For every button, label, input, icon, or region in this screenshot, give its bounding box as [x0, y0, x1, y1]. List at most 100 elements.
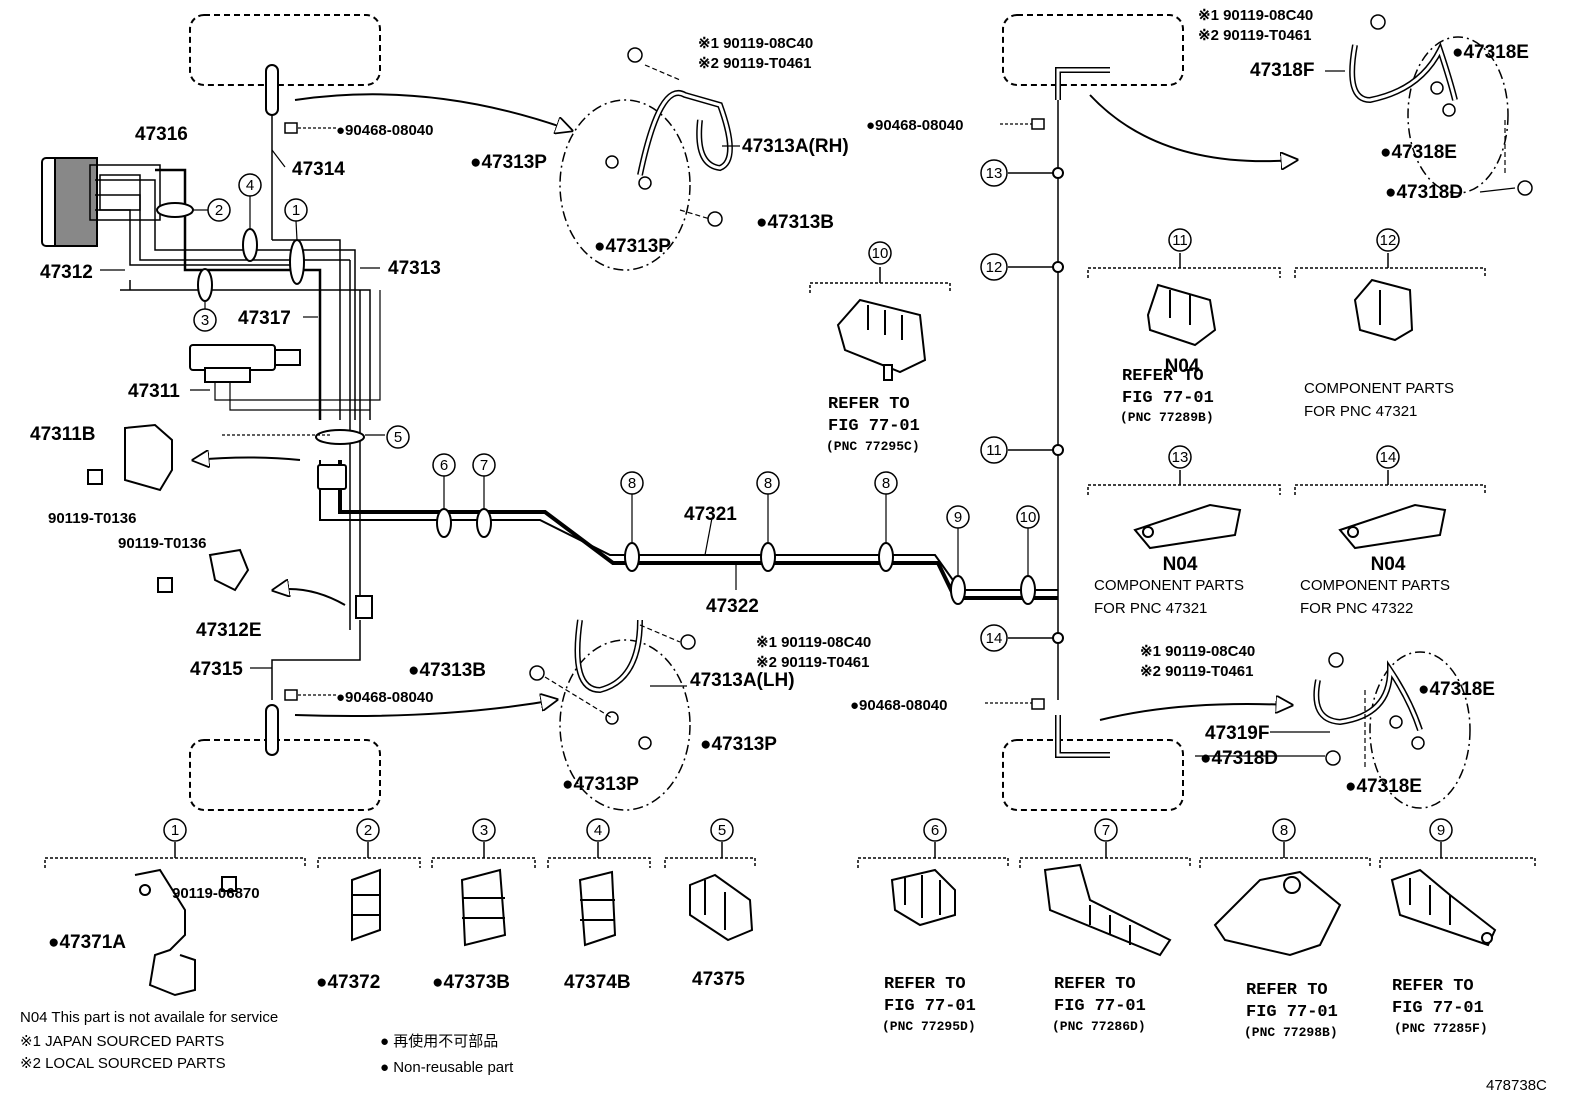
label-rl-s1: ※1 90119-08C40: [1140, 643, 1255, 660]
note-japan: ※1 JAPAN SOURCED PARTS: [20, 1033, 224, 1050]
label-lh-p2: ●47313P: [562, 774, 639, 795]
ref11-line2: FIG 77-01: [1122, 389, 1214, 408]
label-47321: 47321: [684, 504, 737, 525]
label-47312E: 47312E: [196, 620, 262, 641]
refer-to-blocks: REFER TO FIG 77-01 (PNC 77295C) REFER TO…: [826, 367, 1488, 1040]
ref6-line1: REFER TO: [884, 975, 966, 994]
callout-11: 11: [986, 442, 1002, 459]
ref6-line2: FIG 77-01: [884, 997, 976, 1016]
note-jp: ● 再使用不可部品: [380, 1033, 498, 1050]
callout-8: 8: [764, 475, 772, 492]
detail-circles: [559, 36, 1509, 811]
note-n04: N04 This part is not availale for servic…: [20, 1009, 278, 1026]
ref9-line2: FIG 77-01: [1392, 999, 1484, 1018]
label-47317: 47317: [238, 308, 291, 329]
label-rr-s2: ※2 90119-T0461: [1198, 27, 1312, 44]
master-cylinder: [41, 157, 161, 247]
callout-14: 14: [1380, 449, 1397, 466]
callout-3: 3: [480, 822, 488, 839]
label-lh-b: ●47313B: [408, 660, 486, 681]
label-part2: ●47372: [316, 972, 380, 993]
ref7-line2: FIG 77-01: [1054, 997, 1146, 1016]
callout-8: 8: [628, 475, 636, 492]
label-leaders: [100, 70, 1516, 757]
ref10-line3: (PNC 77295C): [826, 439, 920, 454]
callout-12: 12: [986, 259, 1003, 276]
hose-stubs: [265, 64, 1110, 758]
ref7-line3: (PNC 77286D): [1052, 1019, 1146, 1034]
label-rr-d: ●47318D: [1385, 182, 1463, 203]
label-rr-s1: ※1 90119-08C40: [1198, 7, 1313, 24]
label-47311B: 47311B: [30, 424, 96, 445]
wheel-box-rear-left: [1002, 739, 1184, 811]
ref11-line3: (PNC 77289B): [1120, 410, 1214, 425]
note-local: ※2 LOCAL SOURCED PARTS: [20, 1055, 226, 1072]
label-90468-rbot: ●90468-08040: [850, 697, 947, 714]
callout-2: 2: [215, 202, 223, 219]
ref8-line1: REFER TO: [1246, 981, 1328, 1000]
ref8-line2: FIG 77-01: [1246, 1003, 1338, 1022]
clip-part-drawings: [87, 278, 1497, 997]
label-rh-p1: ●47313P: [470, 152, 547, 173]
notes: N04 This part is not availale for servic…: [20, 1009, 1547, 1094]
bolts-and-washers: [529, 14, 1533, 766]
label-part3: ●47373B: [432, 972, 510, 993]
label-rr-e2: ●47318E: [1380, 142, 1457, 163]
label-part1-bolt: 90119-06870: [172, 885, 260, 902]
callout-10: 10: [872, 245, 889, 262]
label-rl-e1: ●47318E: [1418, 679, 1495, 700]
callout-12: 12: [1380, 232, 1397, 249]
callout-3: 3: [201, 312, 209, 329]
callout-circles: [163, 159, 1453, 842]
ref10-line1: REFER TO: [828, 395, 910, 414]
callout-numbers: 1 2 3 4 5 6 7 8 8 8 9 10 13 12 11 14 10 …: [171, 165, 1445, 839]
flow-arrows: [195, 93, 1295, 721]
label-n04-13: N04: [1163, 554, 1198, 575]
callout-5: 5: [718, 822, 726, 839]
comp14-line2: FOR PNC 47322: [1300, 600, 1413, 617]
label-rr-e1: ●47318E: [1452, 42, 1529, 63]
label-lh-s2: ※2 90119-T0461: [756, 654, 870, 671]
callout-4: 4: [246, 177, 254, 194]
label-47313: 47313: [388, 258, 441, 279]
proportioning-valve: [189, 290, 381, 411]
label-rh-s1: ※1 90119-08C40: [698, 35, 813, 52]
callout-8: 8: [882, 475, 890, 492]
callout-connectors: [193, 196, 1029, 576]
comp13-line1: COMPONENT PARTS: [1094, 577, 1244, 594]
ref9-line1: REFER TO: [1392, 977, 1474, 996]
callout-7: 7: [1102, 822, 1110, 839]
callout-10: 10: [1020, 509, 1037, 526]
brake-tubes-front: [95, 70, 1059, 700]
component-parts-text: COMPONENT PARTS FOR PNC 47321 COMPONENT …: [1094, 380, 1454, 617]
comp13-line2: FOR PNC 47321: [1094, 600, 1207, 617]
callout-1: 1: [171, 822, 179, 839]
wheel-box-front-right: [189, 14, 381, 86]
callout-9: 9: [954, 509, 962, 526]
label-n04-14: N04: [1371, 554, 1406, 575]
bracket-stems: [174, 253, 1442, 858]
label-n04-12: N04: [1165, 356, 1200, 377]
label-lh-hose: 47313A(LH): [690, 670, 795, 691]
label-rl-hose: 47319F: [1205, 723, 1269, 744]
comp12-line2: FOR PNC 47321: [1304, 403, 1417, 420]
callout-4: 4: [594, 822, 602, 839]
label-rh-b: ●47313B: [756, 212, 834, 233]
label-rr-hose: 47318F: [1250, 60, 1314, 81]
label-part1-bracket: ●47371A: [48, 932, 126, 953]
ref9-line3: (PNC 77285F): [1394, 1021, 1488, 1036]
comp12-line1: COMPONENT PARTS: [1304, 380, 1454, 397]
ref10-line2: FIG 77-01: [828, 417, 920, 436]
flex-hoses: [574, 42, 1458, 731]
clip-leaders: [298, 123, 1032, 704]
label-47315: 47315: [190, 659, 243, 680]
dashed-leaders: [544, 64, 1506, 770]
label-rl-e2: ●47318E: [1345, 776, 1422, 797]
label-90468-top: ●90468-08040: [336, 122, 433, 139]
label-rl-d: ●47318D: [1200, 748, 1278, 769]
label-90468-bot: ●90468-08040: [336, 689, 433, 706]
callout-8: 8: [1280, 822, 1288, 839]
label-90119-T0136-a: 90119-T0136: [48, 510, 136, 527]
label-47312: 47312: [40, 262, 93, 283]
